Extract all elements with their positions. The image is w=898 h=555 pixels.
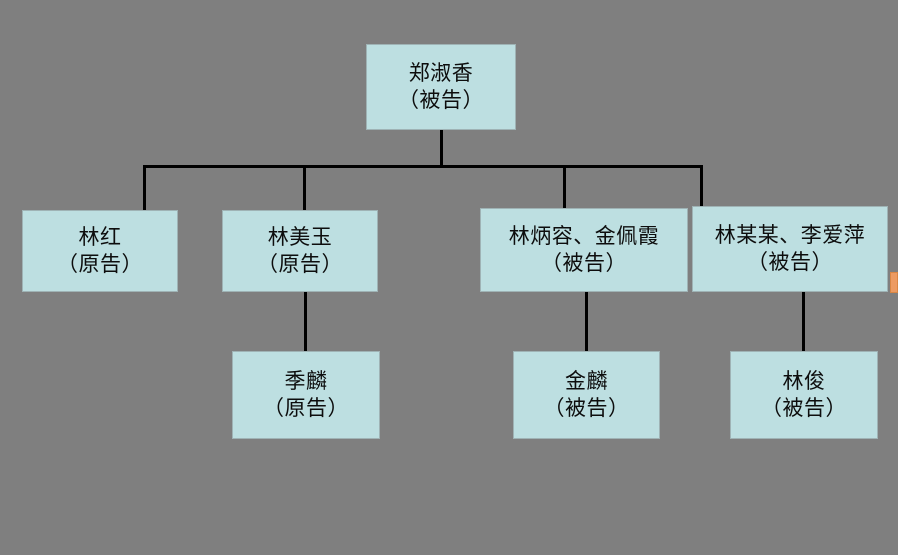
- node-role: （被告）: [398, 88, 484, 112]
- connector-level2-bus: [143, 165, 703, 168]
- node-level2-3[interactable]: 林炳容、金佩霞 （被告）: [480, 208, 688, 292]
- node-level3-1[interactable]: 季麟 （原告）: [232, 351, 380, 439]
- node-role: （被告）: [543, 396, 630, 420]
- node-level3-2[interactable]: 金麟 （被告）: [513, 351, 660, 439]
- node-name: 林美玉: [267, 224, 333, 249]
- node-name: 林炳容、金佩霞: [508, 223, 660, 248]
- node-role: （被告）: [761, 396, 847, 420]
- connector-drop-level2-4: [700, 165, 703, 212]
- node-name: 林红: [78, 224, 122, 249]
- connector-drop-level2-1: [143, 165, 146, 212]
- node-level2-4[interactable]: 林某某、李爱萍 （被告）: [692, 206, 888, 292]
- node-name: 林俊: [782, 368, 826, 393]
- connector-drop-level2-3: [563, 165, 566, 212]
- node-name: 季麟: [284, 368, 328, 393]
- node-root[interactable]: 郑淑香 （被告）: [366, 44, 516, 130]
- node-level2-2[interactable]: 林美玉 （原告）: [222, 210, 378, 292]
- node-role: （原告）: [263, 396, 349, 420]
- connector-drop-level3-1: [304, 292, 307, 352]
- connector-root-stem: [440, 130, 443, 167]
- node-name: 林某某、李爱萍: [714, 222, 866, 247]
- node-role: （被告）: [541, 251, 627, 275]
- node-role: （被告）: [747, 250, 833, 274]
- edge-marker-handle[interactable]: [890, 272, 898, 293]
- node-role: （原告）: [57, 252, 143, 276]
- node-role: （原告）: [257, 252, 343, 276]
- connector-drop-level2-2: [303, 165, 306, 212]
- connector-drop-level3-2: [585, 292, 588, 352]
- node-level3-3[interactable]: 林俊 （被告）: [730, 351, 878, 439]
- connector-drop-level3-3: [802, 292, 805, 352]
- node-name: 金麟: [565, 368, 608, 393]
- node-name: 郑淑香: [408, 60, 474, 85]
- node-level2-1[interactable]: 林红 （原告）: [22, 210, 178, 292]
